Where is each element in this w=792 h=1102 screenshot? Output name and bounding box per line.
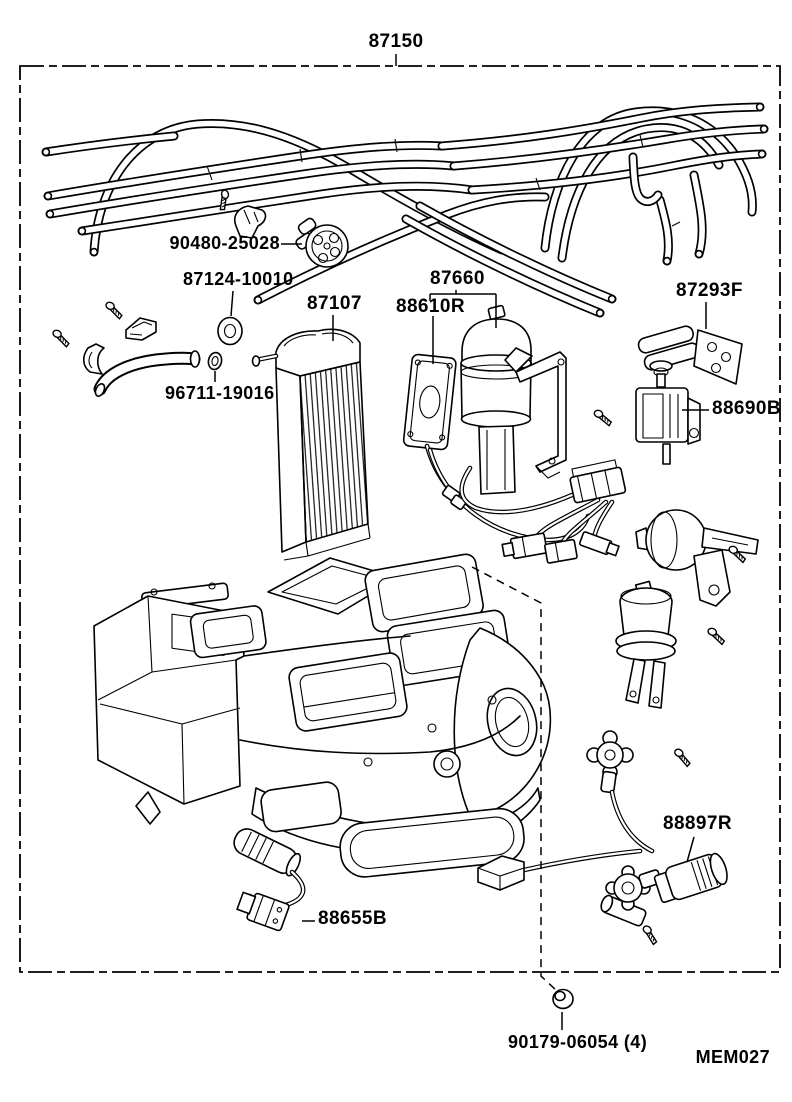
- assembly-boundary-box: [19, 65, 781, 973]
- part-label-90179-06054: 90179-06054 (4): [508, 1032, 648, 1052]
- harness-connectors: [462, 459, 627, 564]
- plate-88610R: [402, 353, 588, 540]
- part-label-87293F: 87293F: [676, 280, 743, 301]
- hose-assembly: [43, 104, 768, 317]
- heater-core-87107: [251, 328, 371, 561]
- actuator-87293F: [637, 325, 743, 385]
- part-label-90480-25028: 90480-25028: [169, 233, 280, 253]
- clips-and-screws-left: [49, 300, 157, 375]
- o-ring-96711: [207, 351, 223, 371]
- hose-end-caps: [41, 102, 769, 318]
- heater-unit-main: [93, 553, 552, 878]
- part-label-87660: 87660: [430, 268, 485, 289]
- assembly-label-87150: 87150: [368, 31, 424, 52]
- reservoir-tank-87660: [460, 304, 567, 495]
- hose-clamp-marks: [206, 134, 681, 227]
- sensor-with-wire: [586, 730, 695, 851]
- resistor-88655B: [233, 828, 303, 932]
- grommet-87124: [217, 316, 243, 346]
- mount-nut-90179: [471, 566, 574, 1010]
- part-label-88897R: 88897R: [663, 813, 732, 834]
- clamp-90480: [215, 188, 267, 239]
- label-leader-lines: [214, 54, 709, 1030]
- part-label-87124-10010: 87124-10010: [183, 269, 294, 289]
- wire-connector-bottom: [477, 851, 640, 891]
- grommet-90480: [295, 217, 349, 268]
- drawing-code: MEM027: [695, 1047, 770, 1067]
- part-label-87107: 87107: [307, 293, 362, 314]
- water-valve-88690B: [591, 360, 701, 465]
- part-label-88610R: 88610R: [396, 296, 465, 317]
- part-label-96711-19016: 96711-19016: [165, 383, 275, 403]
- part-label-88655B: 88655B: [318, 908, 387, 929]
- vsv-88897R: [600, 852, 728, 946]
- part-label-88690B: 88690B: [712, 398, 781, 419]
- cup-actuator: [615, 580, 728, 709]
- round-actuator: [635, 509, 759, 607]
- water-hose: [94, 350, 200, 397]
